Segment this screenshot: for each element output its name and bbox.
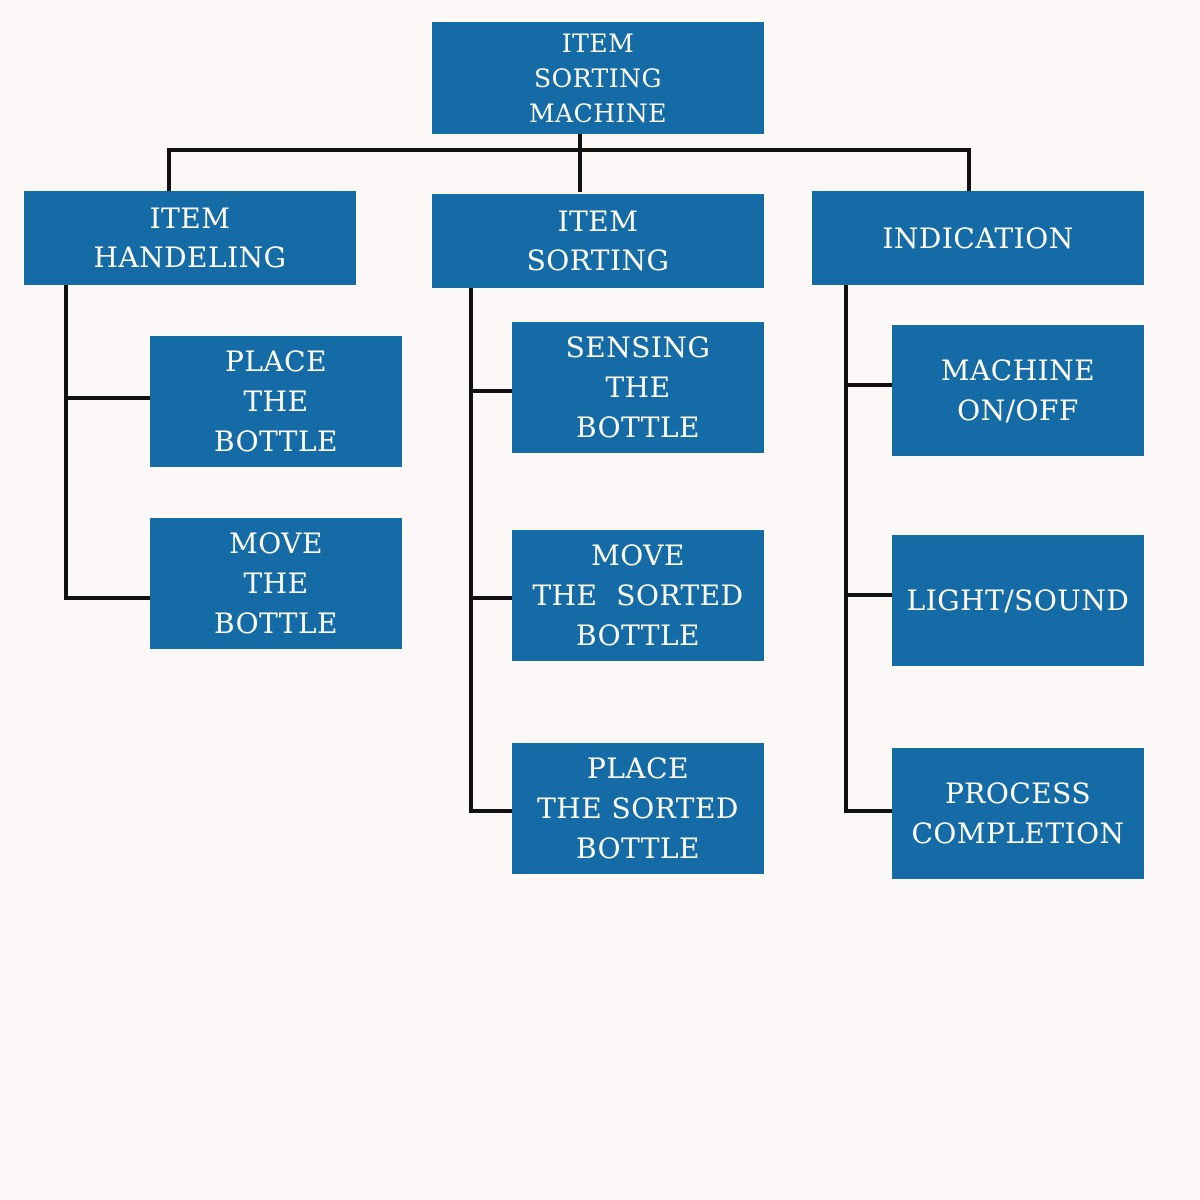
node-text-line: ITEM xyxy=(557,205,639,238)
node-text-line: THE xyxy=(605,370,671,404)
node-text-line: SENSING xyxy=(565,330,711,364)
node-text-line: BOTTLE xyxy=(576,410,700,444)
leaf-node-move-the-sorted-bottle: MOVE THE SORTED BOTTLE xyxy=(512,530,764,661)
root-node-item-sorting-machine: ITEM SORTING MACHINE xyxy=(432,22,764,134)
node-text-line: ITEM xyxy=(561,28,635,58)
node-text-line: BOTTLE xyxy=(576,831,700,865)
node-text-line: THE SORTED xyxy=(532,578,744,612)
leaf-node-place-the-sorted-bottle: PLACE THE SORTED BOTTLE xyxy=(512,743,764,874)
node-text-line: BOTTLE xyxy=(214,606,338,640)
node-text-line: PLACE xyxy=(586,751,690,785)
branch-node-item-handeling: ITEM HANDELING xyxy=(24,191,356,285)
node-text-line: ITEM xyxy=(149,202,231,235)
leaf-node-light-sound: LIGHT/SOUND xyxy=(892,535,1144,666)
leaf-node-machine-on-off: MACHINE ON/OFF xyxy=(892,325,1144,456)
node-text-line: SORTING xyxy=(526,244,670,277)
branch-node-indication: INDICATION xyxy=(812,191,1144,285)
node-text-line: PLACE xyxy=(224,344,328,378)
branch-node-item-sorting: ITEM SORTING xyxy=(432,194,764,288)
node-text-line: THE xyxy=(243,384,309,418)
node-text-line: HANDELING xyxy=(93,241,287,274)
leaf-node-place-the-bottle: PLACE THE BOTTLE xyxy=(150,336,402,467)
node-text-line: THE SORTED xyxy=(537,791,739,825)
node-text-line: COMPLETION xyxy=(911,816,1125,850)
node-text-line: MACHINE xyxy=(940,353,1096,387)
node-text-line: LIGHT/SOUND xyxy=(906,583,1130,617)
node-text-line: PROCESS xyxy=(944,776,1092,810)
node-text-line: BOTTLE xyxy=(576,618,700,652)
node-text-line: ON/OFF xyxy=(957,393,1079,427)
leaf-node-move-the-bottle: MOVE THE BOTTLE xyxy=(150,518,402,649)
node-text-line: MOVE xyxy=(591,538,685,572)
node-text-line: MOVE xyxy=(229,526,323,560)
leaf-node-process-completion: PROCESS COMPLETION xyxy=(892,748,1144,879)
node-text-line: MACHINE xyxy=(528,98,668,128)
leaf-node-sensing-the-bottle: SENSING THE BOTTLE xyxy=(512,322,764,453)
node-text-line: SORTING xyxy=(534,63,662,93)
node-text-line: BOTTLE xyxy=(214,424,338,458)
node-text-line: THE xyxy=(243,566,309,600)
node-text-line: INDICATION xyxy=(882,221,1074,255)
